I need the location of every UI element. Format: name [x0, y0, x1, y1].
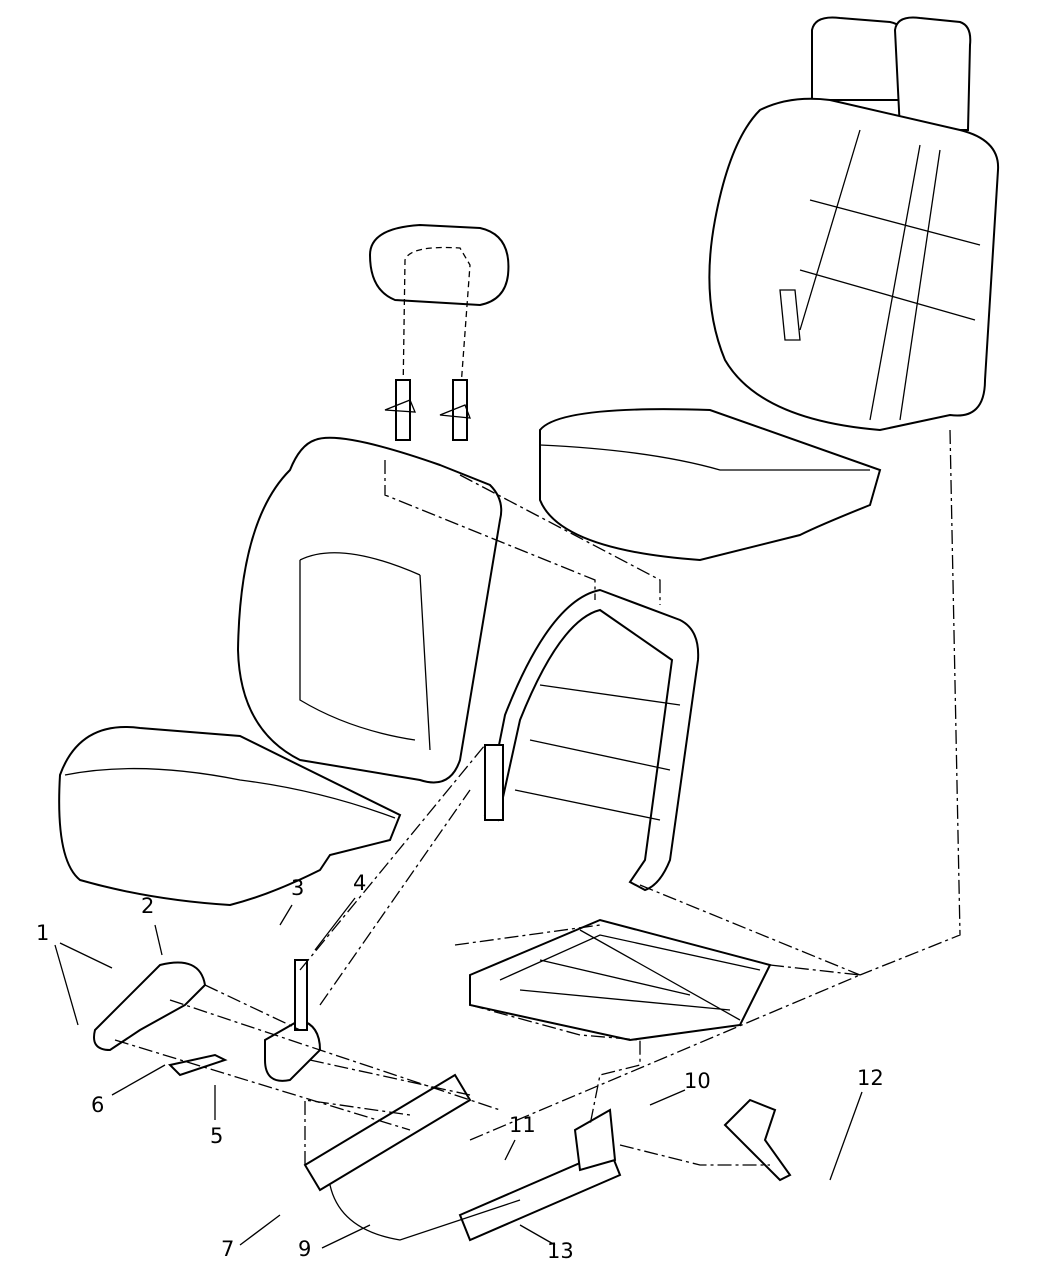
callout-3: 3: [291, 876, 305, 900]
callout-6: 6: [91, 1093, 105, 1117]
callout-leaders: [54, 897, 863, 1249]
callout-7: 7: [221, 1237, 235, 1261]
rear-seat-cushion: [539, 408, 882, 562]
front-seat-cushion: [58, 726, 402, 907]
callout-5: 5: [210, 1124, 224, 1148]
callout-1: 1: [36, 921, 50, 945]
callout-11: 11: [509, 1113, 536, 1137]
recliner-brackets: [93, 959, 322, 1082]
callout-9: 9: [298, 1237, 312, 1261]
callout-4: 4: [353, 871, 367, 895]
seat-belt-buckle: [723, 1098, 792, 1182]
seat-pan: [469, 918, 772, 1042]
callout-2: 2: [141, 894, 155, 918]
callout-10: 10: [684, 1069, 711, 1093]
headrest: [368, 223, 510, 441]
seat-back-frame: [483, 588, 700, 892]
callout-12: 12: [857, 1066, 884, 1090]
seat-tracks: [303, 1073, 622, 1242]
front-seat-back: [236, 436, 503, 784]
callout-13: 13: [547, 1239, 574, 1263]
rear-seat-back: [708, 16, 1000, 432]
leader-lines: [114, 429, 961, 1166]
